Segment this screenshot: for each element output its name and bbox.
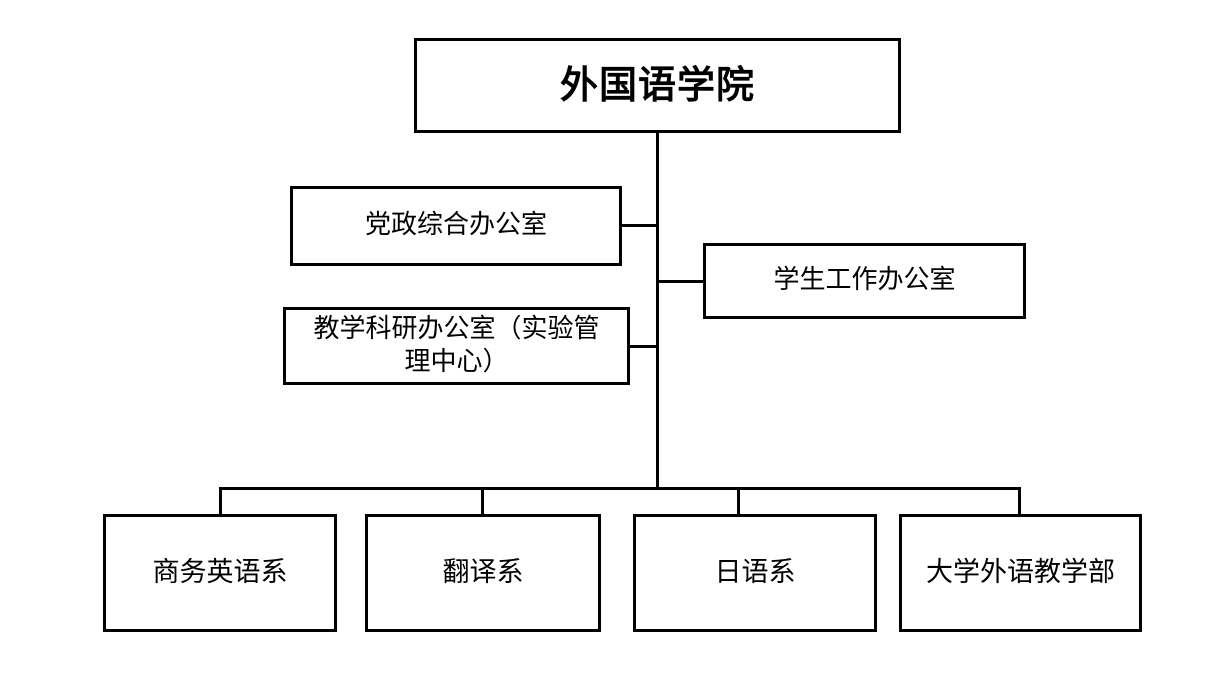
connector-to-department-3 <box>737 487 740 517</box>
node-department-business-english[interactable]: 商务英语系 <box>103 514 337 632</box>
node-department-translation[interactable]: 翻译系 <box>365 514 601 632</box>
node-department-japanese[interactable]: 日语系 <box>633 514 877 632</box>
connector-to-office-2 <box>656 280 706 283</box>
node-department-college-foreign-language[interactable]: 大学外语教学部 <box>899 514 1142 632</box>
node-office-teaching-research[interactable]: 教学科研办公室（实验管 理中心） <box>283 307 630 385</box>
node-office-1-label: 党政综合办公室 <box>364 210 547 241</box>
node-department-4-label: 大学外语教学部 <box>926 556 1115 588</box>
node-department-2-label: 翻译系 <box>442 556 524 588</box>
node-root-label: 外国语学院 <box>559 63 755 108</box>
node-office-3-label: 教学科研办公室（实验管 理中心） <box>313 313 600 377</box>
node-office-party-government[interactable]: 党政综合办公室 <box>290 186 622 266</box>
node-department-3-label: 日语系 <box>714 556 796 588</box>
connector-main-spine <box>656 133 659 489</box>
connector-department-bus <box>220 487 1021 490</box>
node-office-student-affairs[interactable]: 学生工作办公室 <box>703 243 1026 319</box>
connector-to-office-3 <box>628 345 659 348</box>
connector-to-department-1 <box>219 487 222 517</box>
connector-to-department-2 <box>481 487 484 517</box>
node-root-college[interactable]: 外国语学院 <box>414 38 901 133</box>
node-department-1-label: 商务英语系 <box>152 556 288 588</box>
node-office-2-label: 学生工作办公室 <box>773 265 956 296</box>
connector-to-department-4 <box>1018 487 1021 517</box>
connector-to-office-1 <box>621 224 659 227</box>
